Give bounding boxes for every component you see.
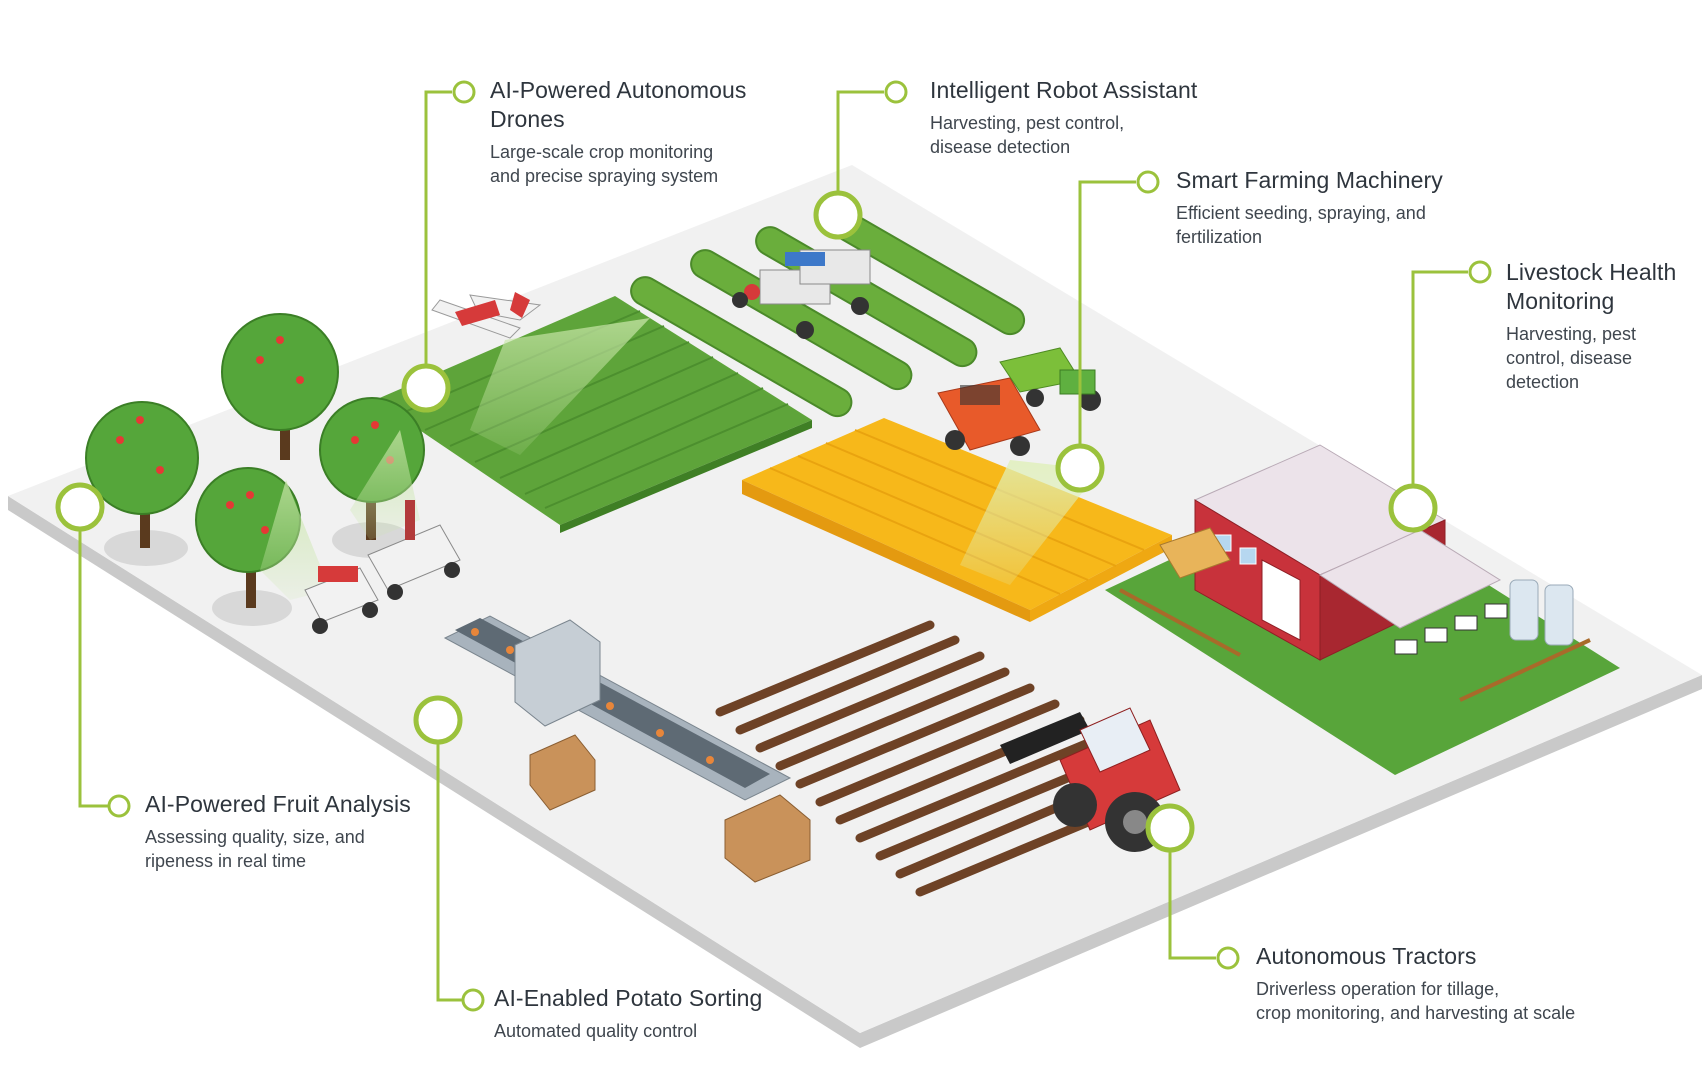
plowed-field bbox=[715, 620, 1170, 897]
potato-sorting-conveyor bbox=[443, 615, 811, 883]
callout-drones: AI-Powered Autonomous Drones Large-scale… bbox=[490, 76, 820, 188]
callout-title: Smart Farming Machinery bbox=[1176, 167, 1443, 193]
callout-robot-assistant: Intelligent Robot Assistant Harvesting, … bbox=[930, 76, 1270, 159]
fruit-robots bbox=[304, 500, 461, 634]
smart-farming-machinery bbox=[937, 347, 1101, 456]
callout-title: AI-Enabled Potato Sorting bbox=[494, 985, 763, 1011]
callout-description: Assessing quality, size, and ripeness in… bbox=[145, 827, 365, 871]
callout-description: Harvesting, pest control, disease detect… bbox=[1506, 324, 1637, 392]
callout-livestock: Livestock Health Monitoring Harvesting, … bbox=[1506, 258, 1696, 394]
callout-title: Livestock Health Monitoring bbox=[1506, 259, 1677, 314]
callout-title: Autonomous Tractors bbox=[1256, 943, 1477, 969]
callout-smart-machinery: Smart Farming Machinery Efficient seedin… bbox=[1176, 166, 1506, 249]
autonomous-tractor bbox=[1000, 707, 1181, 852]
cows bbox=[1394, 603, 1508, 655]
callout-title: Intelligent Robot Assistant bbox=[930, 77, 1198, 103]
callout-description: Harvesting, pest control, disease detect… bbox=[930, 113, 1125, 157]
callout-description: Large-scale crop monitoring and precise … bbox=[490, 142, 719, 186]
robot-crop-rows bbox=[630, 204, 1026, 418]
robot-assistant bbox=[732, 249, 871, 339]
orchard-trees bbox=[85, 313, 425, 626]
callout-description: Automated quality control bbox=[494, 1021, 698, 1041]
feature-markers bbox=[55, 190, 1438, 853]
callout-potato-sorting: AI-Enabled Potato Sorting Automated qual… bbox=[494, 984, 824, 1043]
callout-description: Efficient seeding, spraying, and fertili… bbox=[1176, 203, 1426, 247]
yellow-crop-field bbox=[742, 418, 1172, 622]
green-crop-field bbox=[375, 296, 812, 533]
callout-fruit-analysis: AI-Powered Fruit Analysis Assessing qual… bbox=[145, 790, 475, 873]
label-markers bbox=[107, 80, 1492, 1012]
livestock-barn bbox=[1105, 444, 1620, 775]
callout-title: AI-Powered Autonomous Drones bbox=[490, 77, 747, 132]
callout-title: AI-Powered Fruit Analysis bbox=[145, 791, 411, 817]
callout-description: Driverless operation for tillage, crop m… bbox=[1256, 979, 1576, 1023]
spraying-drone bbox=[431, 292, 542, 339]
callout-connectors bbox=[78, 90, 1468, 1002]
callout-autonomous-tractors: Autonomous Tractors Driverless operation… bbox=[1256, 942, 1696, 1025]
